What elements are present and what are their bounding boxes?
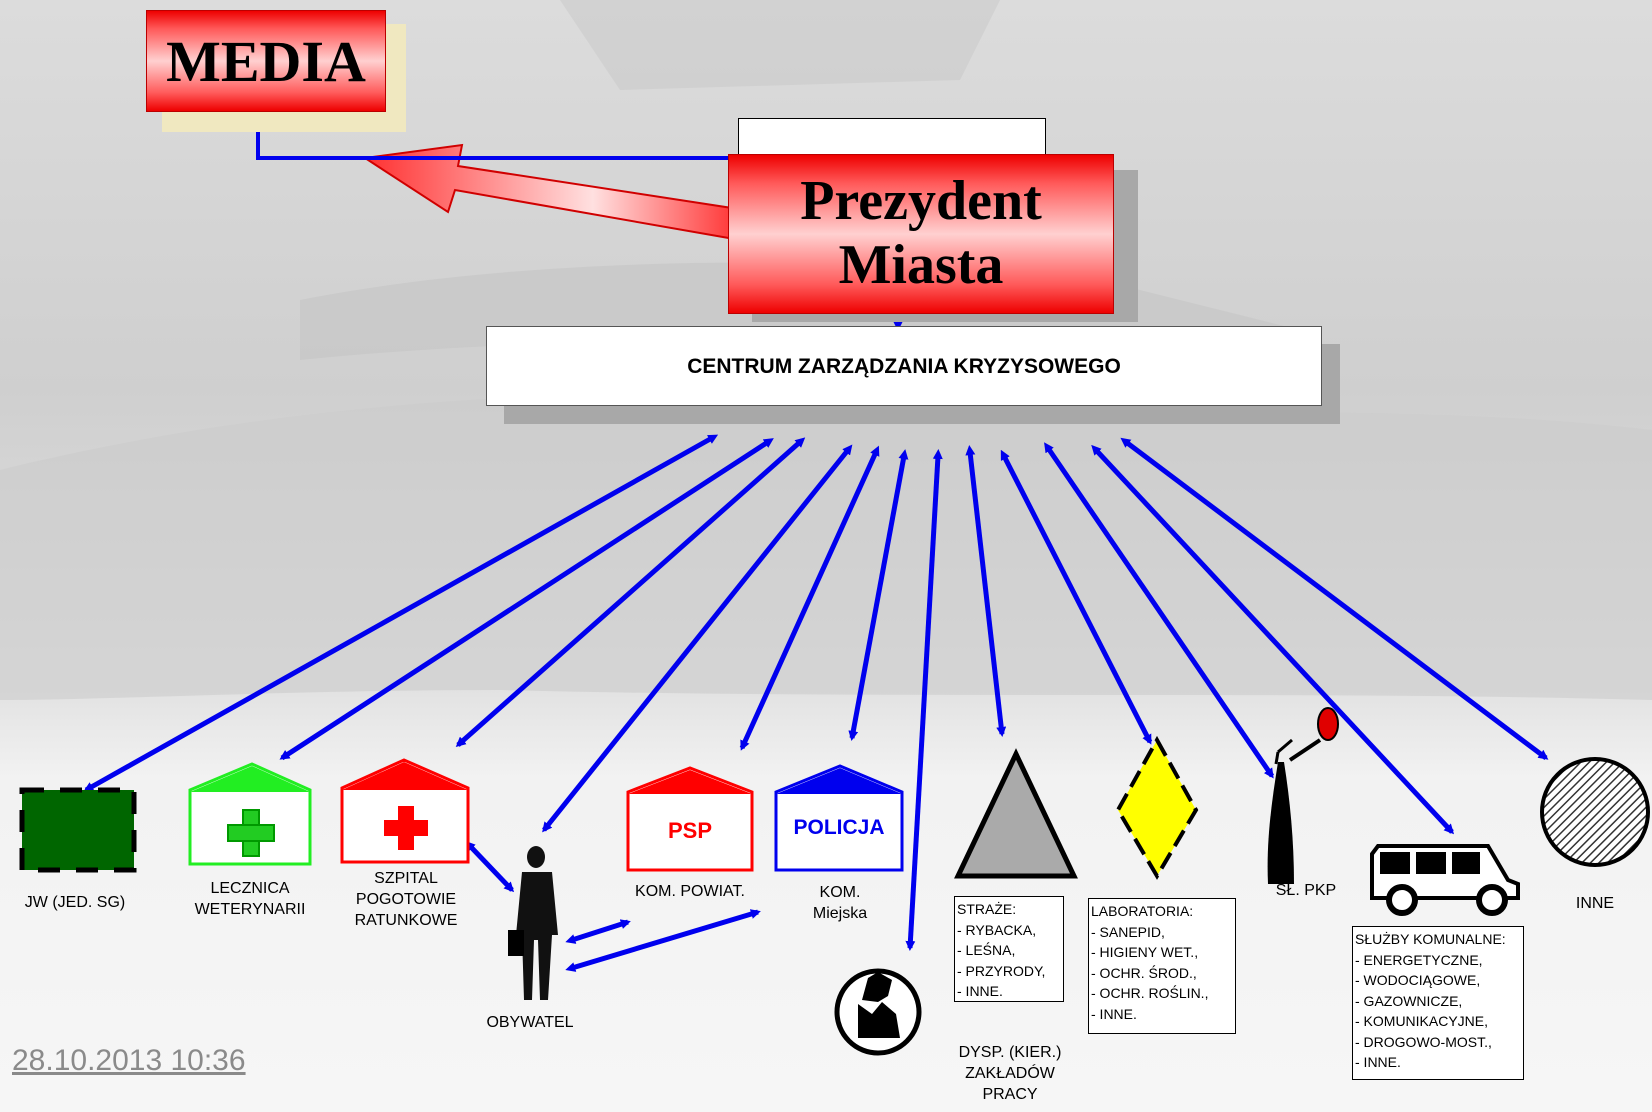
prezydent-line-1: Prezydent [800,170,1042,232]
straze-line-5: - INNE. [957,983,1003,999]
policja-label-line-2: Miejska [812,905,868,922]
laboratoria-line-1: LABORATORIA: [1091,903,1194,919]
lecznica-label-line-2: WETERYNARII [194,901,306,918]
railway-signal-icon [1267,707,1339,884]
businessman-icon [508,846,558,1000]
laboratoria-box: LABORATORIA: - SANEPID, - HIGIENY WET., … [1088,898,1236,1034]
obywatel-label: OBYWATEL [486,1014,574,1031]
warning-triangle-icon [954,748,1078,879]
lecznica-label-line-1: LECZNICA [210,880,290,897]
military-unit-icon [19,787,137,873]
psp-label: KOM. POWIAT. [635,883,745,900]
psp-icon-text: PSP [667,818,713,843]
factory-icon [834,968,922,1056]
straze-box: STRAŻE: - RYBACKA, - LEŚNA, - PRZYRODY, … [954,896,1064,1002]
zaklady-label-line-1: DYSP. (KIER.) [958,1044,1062,1061]
connector-inne [1120,437,1549,760]
vet-clinic-icon [188,762,312,866]
szpital-label-line-1: SZPITAL [374,870,438,887]
sluzby-line-6: - DROGOWO-MOST., [1355,1033,1492,1050]
straze-line-3: - LEŚNA, [957,942,1016,958]
hazard-diamond-icon [1115,735,1199,880]
connector-zaklady [905,449,943,951]
van-icon [1370,844,1520,916]
laboratoria-line-4: - OCHR. ŚROD., [1091,964,1197,981]
connector-obywatel-psp [565,919,631,944]
zaklady-label-line-3: PRACY [982,1086,1038,1103]
sluzby-line-4: - GAZOWNICZE, [1355,992,1463,1009]
lecznica-label: LECZNICA WETERYNARII [180,878,320,920]
jw-label: JW (JED. SG) [24,894,126,911]
laboratoria-line-3: - HIGIENY WET., [1091,944,1199,960]
sluzby-line-2: - ENERGETYCZNE, [1355,951,1483,968]
hospital-icon [340,758,470,864]
zaklady-label-line-2: ZAKŁADÓW [965,1065,1055,1082]
straze-line-4: - PRZYRODY, [957,962,1046,979]
straze-line-2: - RYBACKA, [957,921,1037,938]
laboratoria-line-2: - SANEPID, [1091,923,1165,940]
sluzby-line-1: SŁUŻBY KOMUNALNE: [1355,931,1506,947]
police-station-icon [774,764,904,872]
pkp-label: SŁ. PKP [1275,882,1337,899]
policja-icon-text: POLICJA [793,816,885,839]
czk-box: CENTRUM ZARZĄDZANIA KRYZYSOWEGO [486,326,1322,406]
straze-line-1: STRAŻE: [957,901,1017,917]
prezydent-line-2: Miasta [838,234,1004,296]
fire-station-icon [626,766,754,872]
media-flow-arrow [362,143,747,242]
connector-laboratoria [1000,449,1153,745]
laboratoria-line-5: - OCHR. ROŚLIN., [1091,985,1209,1001]
szpital-label-line-3: RATUNKOWE [354,912,458,929]
media-box: MEDIA [146,10,386,112]
connector-policja [848,449,909,741]
hatched-circle-icon [1540,757,1650,867]
szpital-label: SZPITAL POGOTOWIE RATUNKOWE [336,868,476,931]
sluzby-line-5: - KOMUNIKACYJNE, [1355,1013,1489,1029]
policja-label-line-1: KOM. [819,884,861,901]
sluzby-line-3: - WODOCIĄGOWE, [1355,972,1481,988]
prezydent-box: Prezydent Miasta [728,154,1114,314]
connector-straze [965,445,1007,737]
connector-obywatel-policja [565,909,761,972]
policja-label: KOM. Miejska [780,882,900,924]
laboratoria-line-6: - INNE. [1091,1005,1137,1022]
sluzby-line-7: - INNE. [1355,1054,1401,1070]
timestamp-link[interactable]: 28.10.2013 10:36 [12,1044,246,1077]
connector-szpital-obywatel [465,840,515,893]
inne-label: INNE [1575,895,1615,912]
szpital-label-line-2: POGOTOWIE [355,891,457,908]
sluzby-box: SŁUŻBY KOMUNALNE: - ENERGETYCZNE, - WODO… [1352,926,1524,1080]
connector-lecznica [279,438,774,761]
zaklady-label: DYSP. (KIER.) ZAKŁADÓW PRACY [940,1042,1080,1105]
